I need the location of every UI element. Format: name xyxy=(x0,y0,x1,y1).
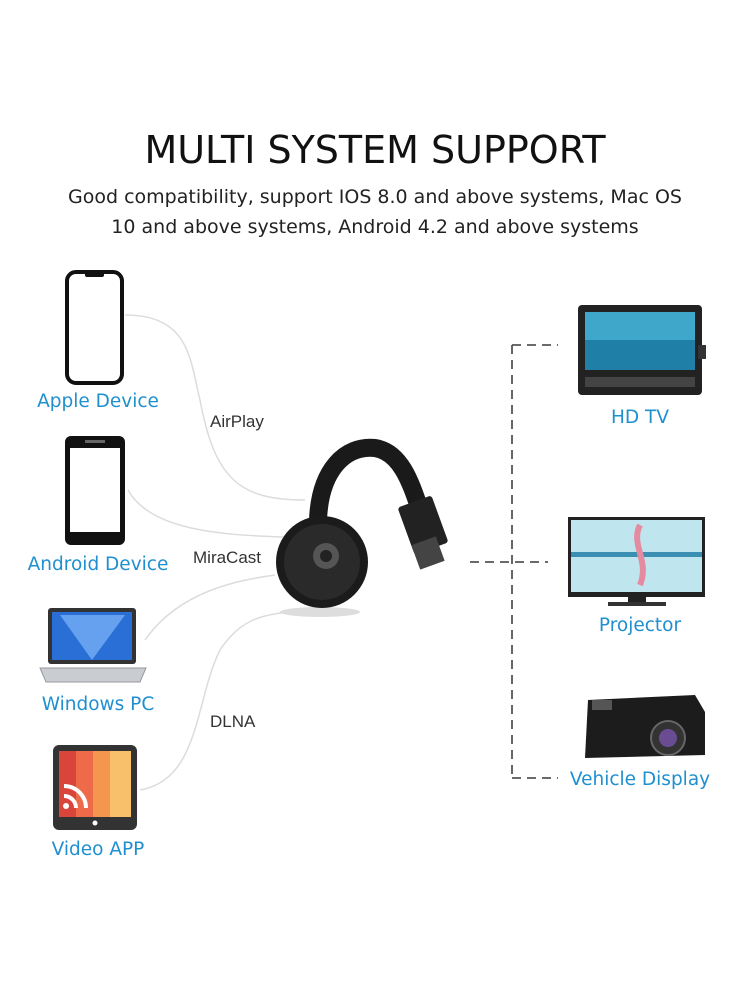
output-label-projector: Projector xyxy=(598,615,682,636)
protocol-miracast: MiraCast xyxy=(193,548,262,567)
source-label-apple-device: Apple Device xyxy=(37,391,159,412)
protocol-dlna: DLNA xyxy=(210,712,256,731)
subtitle-line-1: Good compatibility, support IOS 8.0 and … xyxy=(68,186,682,208)
tv-icon xyxy=(568,517,705,606)
android-phone-icon xyxy=(65,436,125,545)
output-dashed-lines xyxy=(470,344,558,779)
miracast-line xyxy=(127,489,284,538)
subtitle-line-2: 10 and above systems, Android 4.2 and ab… xyxy=(111,216,639,238)
airplay-line xyxy=(124,314,306,501)
source-label-windows-pc: Windows PC xyxy=(41,694,155,715)
output-label-hd-tv: HD TV xyxy=(611,407,669,428)
projector-icon xyxy=(585,695,705,758)
laptop-icon xyxy=(39,608,147,683)
source-label-video-app: Video APP xyxy=(51,839,145,860)
iphone-icon xyxy=(65,270,124,385)
dlna-line xyxy=(139,611,291,791)
hdmi-dongle-icon xyxy=(276,438,448,617)
output-label-vehicle-display: Vehicle Display xyxy=(569,769,711,790)
windows-line xyxy=(144,574,276,641)
monitor-icon xyxy=(578,305,706,395)
protocol-airplay: AirPlay xyxy=(210,412,264,431)
page-title: MULTI SYSTEM SUPPORT xyxy=(144,128,606,172)
connection-lines xyxy=(124,314,306,791)
video-app-cast-icon xyxy=(53,745,137,830)
source-label-android-device: Android Device xyxy=(27,554,169,575)
